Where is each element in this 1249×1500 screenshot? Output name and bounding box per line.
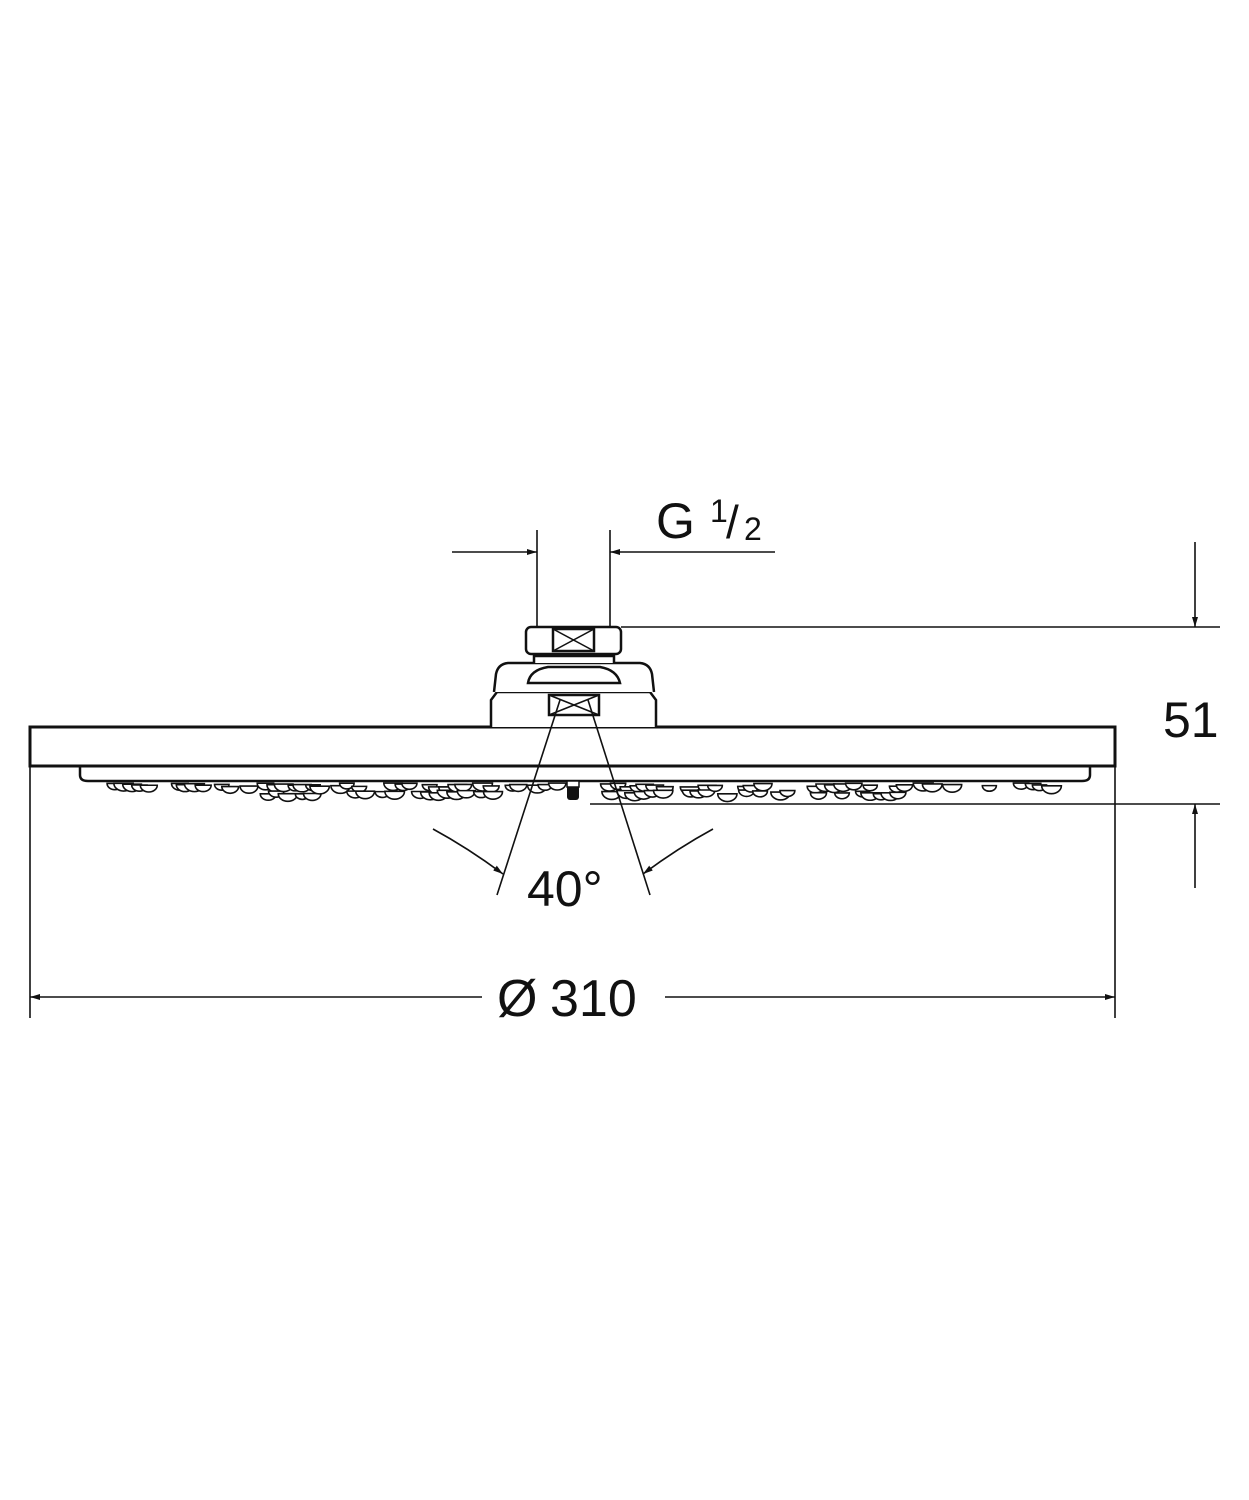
diameter-dimension — [29, 766, 1116, 1018]
height-dimension — [590, 542, 1220, 888]
height-label: 51 — [1163, 692, 1219, 748]
thread-dimension — [452, 530, 775, 627]
spray-angle-dimension — [432, 699, 714, 896]
center-nozzle — [566, 780, 580, 800]
connector-fitting — [489, 625, 658, 727]
thread-label-numerator: 1 — [710, 493, 728, 529]
shower-plate — [28, 725, 1117, 768]
thread-label-denominator: 2 — [744, 511, 762, 547]
thread-label-slash: / — [726, 496, 739, 548]
spray-angle-label: 40° — [527, 861, 603, 917]
nozzles — [106, 782, 1063, 803]
diameter-symbol: Ø — [497, 970, 537, 1028]
diameter-label: 310 — [550, 970, 637, 1028]
nozzle-tray — [78, 767, 1092, 783]
thread-label-prefix: G — [656, 493, 695, 549]
